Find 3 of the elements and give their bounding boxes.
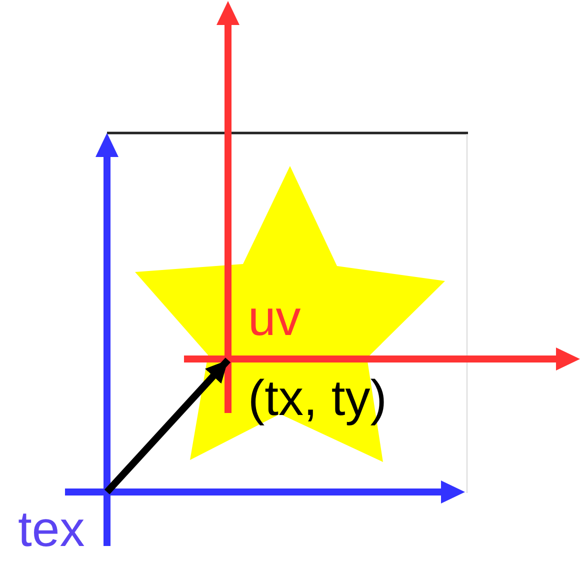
coordinate-label: tex (18, 504, 85, 554)
coordinate-label: uv (248, 293, 301, 343)
arrow (104, 358, 231, 494)
